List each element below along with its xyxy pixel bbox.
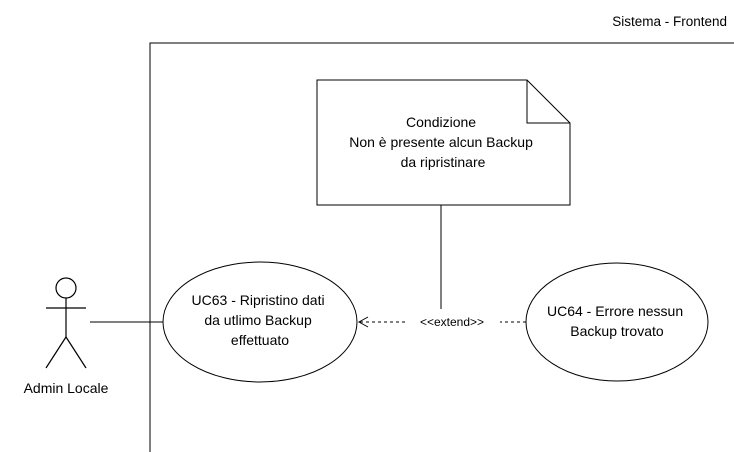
actor-right-leg bbox=[65, 336, 87, 369]
uc64-line-1: UC64 - Errore nessun bbox=[547, 303, 683, 319]
actor-head bbox=[55, 277, 77, 299]
note-line-2: Non è presente alcun Backup bbox=[349, 134, 533, 150]
extend-label: <<extend>> bbox=[420, 315, 484, 329]
system-title: Sistema - Frontend bbox=[612, 14, 727, 29]
system-boundary bbox=[149, 42, 734, 452]
uc63-ellipse bbox=[162, 261, 358, 383]
uc63-line-1: UC63 - Ripristino dati bbox=[192, 292, 325, 308]
uc64-text: UC64 - Errore nessun Backup trovato bbox=[547, 303, 687, 339]
actor-admin-locale[interactable]: Admin Locale bbox=[24, 277, 109, 396]
uc64-line-2: Backup trovato bbox=[570, 323, 664, 339]
actor-label: Admin Locale bbox=[24, 380, 109, 396]
extend-arrowhead bbox=[357, 316, 369, 328]
uc64-ellipse bbox=[525, 262, 709, 382]
uc63-text: UC63 - Ripristino dati da utlimo Backup … bbox=[192, 292, 329, 348]
uc63-line-2: da utlimo Backup bbox=[204, 312, 312, 328]
note-text: Condizione Non è presente alcun Backup d… bbox=[349, 114, 537, 170]
extend-relation[interactable]: <<extend>> bbox=[357, 315, 526, 329]
actor-left-leg bbox=[45, 336, 67, 369]
use-case-uc63[interactable]: UC63 - Ripristino dati da utlimo Backup … bbox=[162, 261, 358, 383]
use-case-uc64[interactable]: UC64 - Errore nessun Backup trovato bbox=[525, 262, 709, 382]
note-fold bbox=[526, 80, 570, 124]
note-shape bbox=[316, 79, 571, 206]
uc63-line-3: effettuato bbox=[231, 332, 289, 348]
condition-note[interactable]: Condizione Non è presente alcun Backup d… bbox=[316, 79, 571, 206]
note-line-1: Condizione bbox=[406, 114, 476, 130]
note-line-3: da ripristinare bbox=[401, 154, 486, 170]
